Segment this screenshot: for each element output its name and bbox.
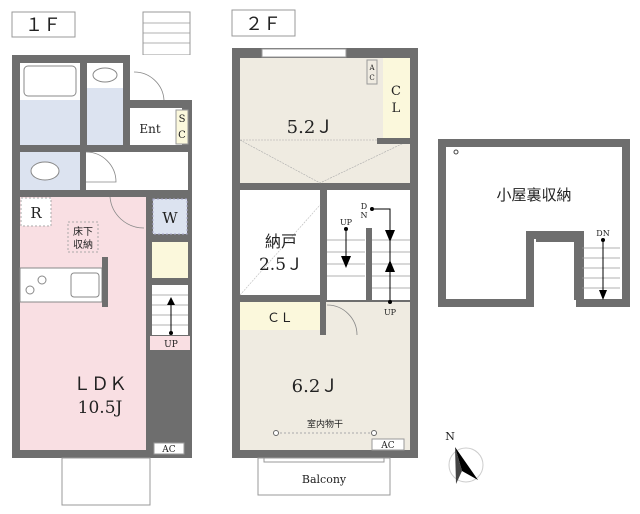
stairs-up-label: UP [164, 340, 178, 350]
fridge-space [20, 197, 52, 227]
arrow-down-icon [385, 230, 395, 242]
stairs-up-right-label: UP [384, 308, 397, 317]
terrace-1f [61, 457, 151, 506]
ac-box [366, 59, 378, 85]
room-b-size: 6.2Ｊ [292, 376, 339, 397]
arrow-down-icon [599, 290, 607, 300]
closet-b-label: ＣＬ [267, 311, 293, 326]
underfloor-storage-label-2: 収納 [73, 238, 93, 251]
arrow-up-icon [167, 297, 175, 305]
entrance-label: Ent [139, 122, 160, 136]
window [261, 48, 347, 58]
shoe-closet [175, 109, 189, 145]
shoe-closet-label-s: S [179, 114, 186, 125]
floor-label-box [231, 9, 296, 37]
underfloor-storage-label-1: 床下 [73, 225, 93, 238]
shoe-closet-label-c: C [178, 130, 186, 141]
washer-label: W [162, 209, 178, 227]
fridge-label: R [30, 204, 42, 222]
stove-burner [25, 285, 35, 295]
ldk-door-swing [109, 196, 145, 229]
ldk-label: ＬＤＫ [73, 374, 127, 395]
room-5-2j [240, 58, 410, 183]
ac-box [153, 442, 185, 455]
loft-dn-label: DN [596, 229, 609, 238]
loft-outline [438, 139, 630, 307]
first-floor: １Ｆ Ent S C R 床下 収納 [11, 11, 192, 506]
arrow-up-icon [385, 260, 395, 272]
closet-b [240, 302, 320, 330]
toilet [30, 161, 60, 181]
bathroom [20, 100, 80, 145]
entrance-door-swing [133, 71, 165, 101]
loft-stairs [582, 247, 620, 289]
ac-b-label: AC [380, 441, 394, 451]
loft-label: 小屋裏収納 [496, 186, 571, 204]
stairs-1f [152, 285, 188, 335]
closet-a [383, 58, 410, 138]
door-swing [326, 304, 358, 336]
compass-icon: N [445, 430, 484, 484]
floor-label-box [11, 11, 76, 38]
stairs-dn-label-d: D [361, 202, 367, 211]
floor-label-1f: １Ｆ [25, 15, 61, 36]
door-swing [85, 151, 117, 183]
stairs-up-left-label: UP [340, 218, 353, 227]
entrance-porch [130, 55, 192, 100]
ac-box [371, 438, 405, 451]
storage-closet [152, 242, 188, 278]
closet-a-label-c: C [391, 84, 401, 99]
room-a-size: 5.2Ｊ [287, 117, 334, 138]
bathtub [23, 65, 77, 97]
sink [92, 67, 118, 83]
indoor-drying-label: 室内物干 [307, 418, 343, 430]
storeroom [240, 190, 320, 295]
ldk-size: 10.5J [78, 398, 123, 418]
ac-a-label-c: C [369, 74, 374, 82]
entrance-steps [142, 11, 191, 56]
second-floor: ２Ｆ C L A C 5.2Ｊ 納戸 2.5Ｊ UP D N [231, 9, 418, 496]
balcony [257, 457, 391, 496]
stairs-dn-label-n: N [361, 211, 368, 220]
ac-a-label-a: A [368, 64, 375, 72]
floor-label-2f: ２Ｆ [245, 14, 281, 35]
entrance [130, 108, 182, 145]
kitchen-sink [70, 272, 100, 298]
loft: DN 小屋裏収納 [438, 139, 630, 307]
washer-space [152, 198, 188, 235]
arrow-down-icon [341, 256, 351, 268]
storeroom-size: 2.5Ｊ [259, 255, 303, 275]
ac-label: AC [161, 445, 175, 455]
compass-north-label: N [445, 430, 455, 443]
storeroom-label: 納戸 [265, 232, 297, 251]
hallway [86, 152, 188, 190]
closet-a-label-l: L [392, 101, 401, 116]
balcony-label: Balcony [302, 473, 347, 486]
stove-burner [37, 275, 47, 285]
underfloor-storage [67, 221, 99, 253]
